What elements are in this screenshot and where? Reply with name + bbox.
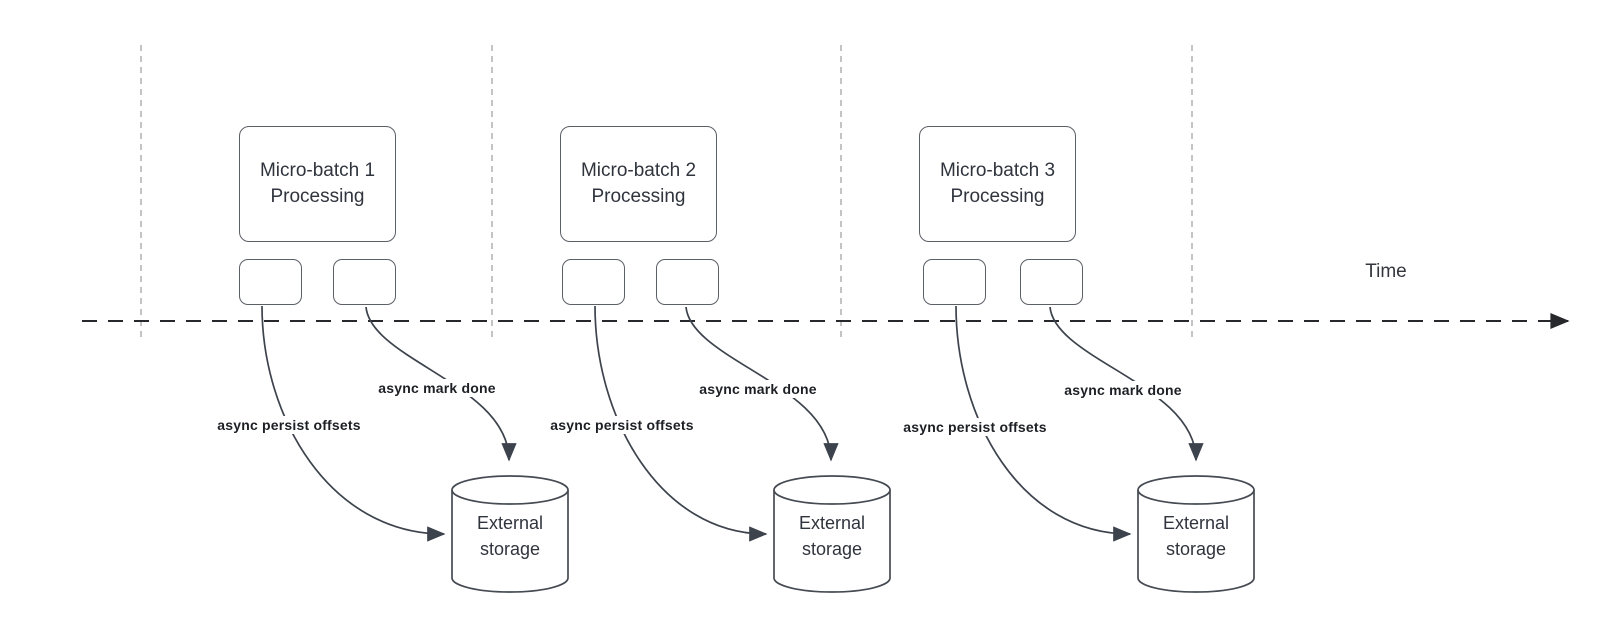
external-storage-label-2: External storage <box>798 513 866 559</box>
external-storage-cylinder-2: External storage <box>773 474 891 594</box>
micro-batch-2-box: Micro-batch 2 Processing <box>560 126 717 242</box>
external-storage-cylinder-1: External storage <box>451 474 569 594</box>
async-mark-done-arrow-2 <box>685 306 839 462</box>
async-mark-done-label-2: async mark done <box>695 380 821 398</box>
external-storage-cylinder-3: External storage <box>1137 474 1255 594</box>
micro-batch-2-task-box-left <box>562 259 625 305</box>
cylinder-shape <box>451 475 569 593</box>
async-mark-done-arrow-3 <box>1049 306 1204 462</box>
async-persist-offsets-label-3: async persist offsets <box>899 418 1051 436</box>
cylinder-shape <box>1137 475 1255 593</box>
micro-batch-1-task-box-left <box>239 259 302 305</box>
micro-batch-2-task-box-right <box>656 259 719 305</box>
micro-batch-3-task-box-left <box>923 259 986 305</box>
external-storage-label-1: External storage <box>476 513 544 559</box>
micro-batch-1-task-box-right <box>333 259 396 305</box>
time-axis-label: Time <box>1365 261 1407 282</box>
micro-batch-2-label: Micro-batch 2 Processing <box>580 160 697 207</box>
micro-batch-1-box: Micro-batch 1 Processing <box>239 126 396 242</box>
async-mark-done-arrow-1 <box>365 306 517 462</box>
micro-batch-1-label: Micro-batch 1 Processing <box>259 160 376 207</box>
async-persist-offsets-arrow-1 <box>261 305 446 542</box>
cylinder-shape <box>773 475 891 593</box>
external-storage-label-3: External storage <box>1162 513 1230 559</box>
async-persist-offsets-arrow-2 <box>594 305 768 542</box>
async-mark-done-label-1: async mark done <box>374 379 500 397</box>
async-mark-done-label-3: async mark done <box>1060 381 1186 399</box>
micro-batch-3-label: Micro-batch 3 Processing <box>939 160 1056 207</box>
micro-batch-3-task-box-right <box>1020 259 1083 305</box>
micro-batch-3-box: Micro-batch 3 Processing <box>919 126 1076 242</box>
async-persist-offsets-arrow-3 <box>955 305 1132 542</box>
async-persist-offsets-label-2: async persist offsets <box>546 416 698 434</box>
async-persist-offsets-label-1: async persist offsets <box>213 416 365 434</box>
interval-gridlines <box>140 45 1193 340</box>
